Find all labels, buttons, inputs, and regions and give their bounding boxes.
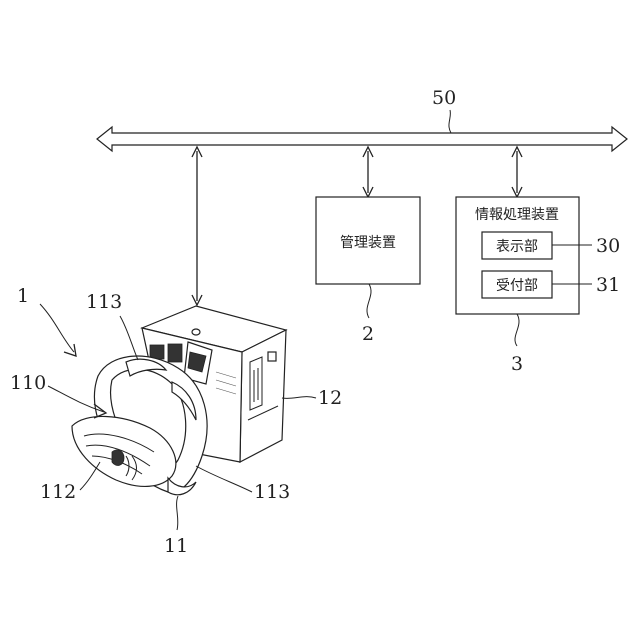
part-12-leader [282,397,316,399]
display-unit-name: 表示部 [496,239,538,255]
network-leader-line [449,110,451,133]
connector-management-device [363,147,373,197]
apparatus-drawing [72,306,286,495]
part-113-bottom-ref: 113 [254,481,290,503]
management-device-name: 管理装置 [340,235,396,251]
info-device-ref: 3 [511,353,523,375]
part-11-ref: 11 [164,535,188,557]
part-113-top-ref: 113 [86,291,122,313]
display-unit-ref: 30 [596,235,620,257]
apparatus-ref: 1 [17,285,29,307]
management-device-leader [367,284,371,318]
connector-info-device [512,147,522,197]
connector-apparatus [192,147,202,305]
part-113-top-leader [120,316,138,360]
reception-unit-ref: 31 [596,274,620,296]
management-device-ref: 2 [362,323,374,345]
info-device-leader [515,314,519,346]
apparatus-pointer-arrow [40,304,76,356]
reception-unit-name: 受付部 [496,278,538,294]
part-112-leader [80,462,100,490]
network-ref-label: 50 [432,87,456,109]
part-112-ref: 112 [40,481,76,503]
part-113-bottom-leader [196,466,252,492]
part-110-ref: 110 [10,372,46,394]
part-11-leader [177,496,178,530]
network-bus [97,127,627,151]
info-processing-device-name: 情報処理装置 [475,207,559,223]
part-12-ref: 12 [318,387,342,409]
